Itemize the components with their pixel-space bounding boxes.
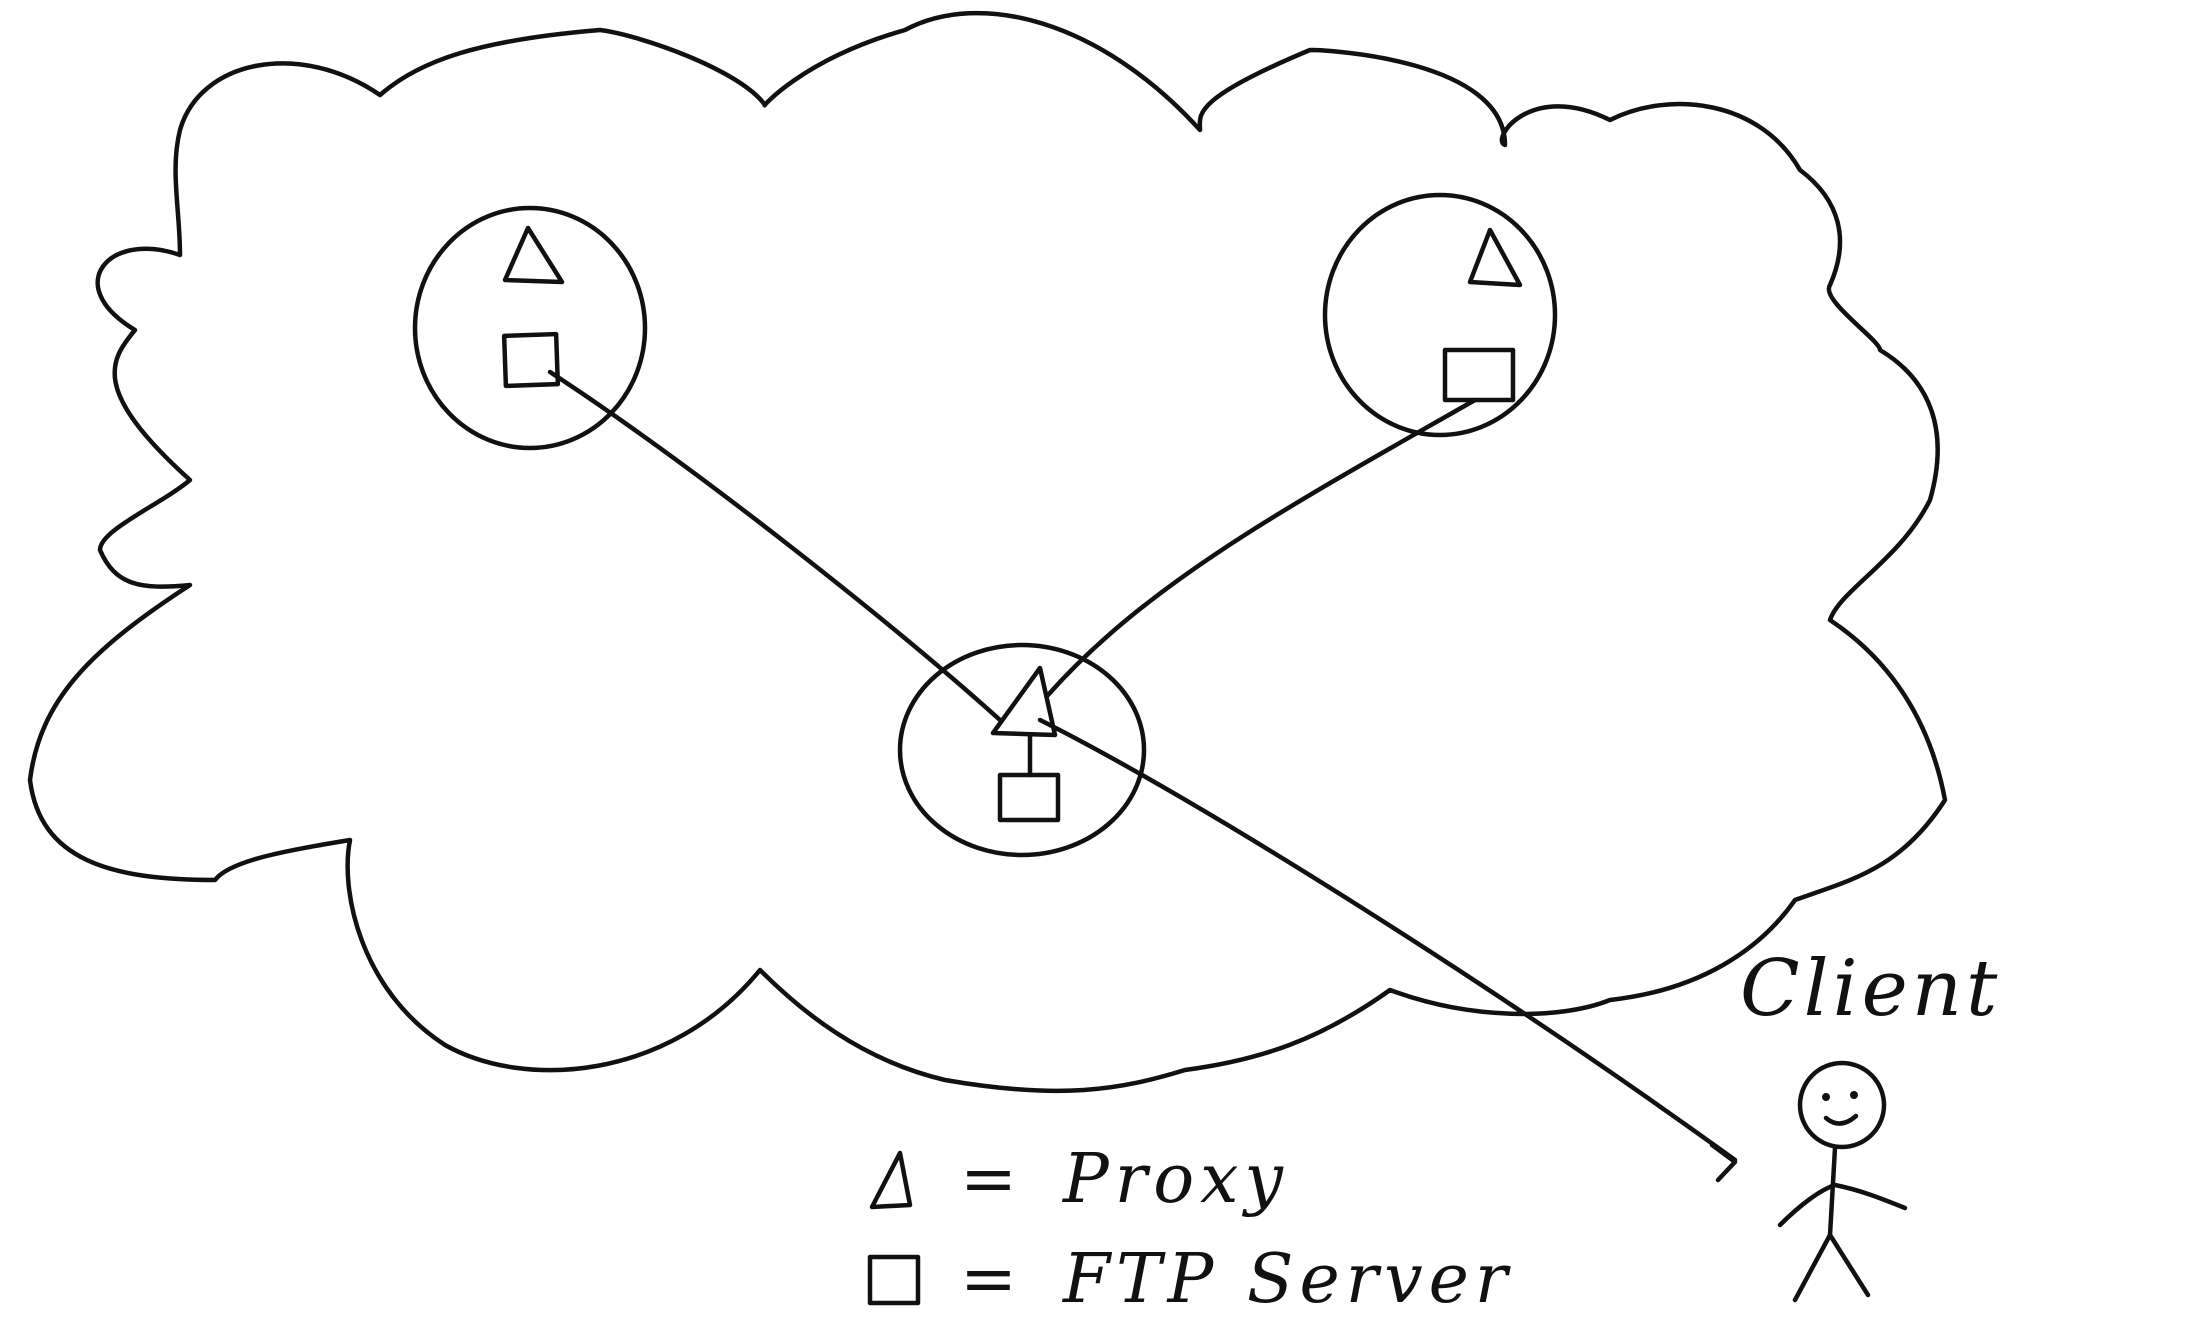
legend-text-ftp-server: FTP Server [1062,1240,1514,1319]
legend-row-ftp-server: = FTP Server [860,1240,1513,1319]
node-center [897,642,1147,858]
client-arms [1777,1182,1908,1228]
link-top-left-server-to-center-proxy [547,369,1003,723]
arrowhead-to-client [1709,1142,1738,1183]
proxy-triangle-center [990,665,1058,738]
proxy-triangle-top-right [1467,227,1523,288]
legend-equals: = [960,1140,1023,1219]
node-top-right [1322,192,1558,438]
ftp-server-square-top-right [1442,347,1516,403]
legend-row-proxy: = Proxy [860,1140,1289,1219]
client-smile [1823,1113,1859,1126]
client-head [1797,1060,1887,1150]
client-leg-right [1827,1232,1871,1298]
triangle-icon [869,1150,913,1209]
legend-text-proxy: Proxy [1062,1140,1289,1219]
ftp-server-square-top-left [501,331,561,389]
client-body [1827,1145,1838,1238]
link-center-proxy-to-client [1037,717,1738,1163]
client-label: Client [1740,944,2002,1034]
link-top-right-server-to-center-proxy [1045,397,1478,698]
proxy-triangle-top-left [502,225,565,285]
ftp-server-square-center [997,772,1061,823]
square-icon [867,1254,921,1305]
client-leg-left [1792,1232,1833,1303]
node-top-left [412,205,648,451]
cloud-outline [27,10,1948,1094]
client-eye-right [1850,1091,1858,1099]
legend-equals: = [960,1240,1023,1319]
client-eye-left [1822,1093,1830,1101]
